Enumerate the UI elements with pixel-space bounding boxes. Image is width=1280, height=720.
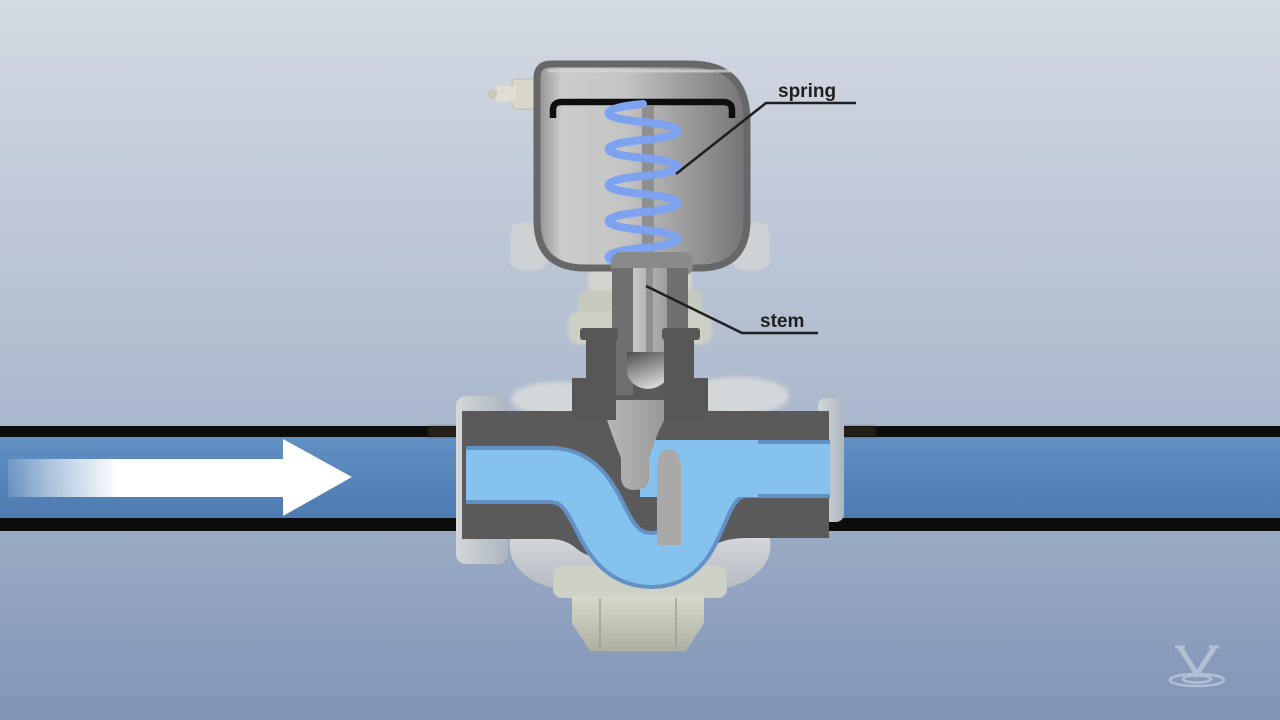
stem-ball — [627, 352, 669, 389]
nozzle-cap — [488, 89, 497, 99]
casting-back-right — [685, 377, 789, 415]
stem-leader-line — [645, 284, 818, 335]
bonnet-wall-left — [572, 334, 616, 420]
bonnet-wall-right — [664, 334, 708, 420]
stem-label: stem — [760, 311, 804, 332]
drain-nut — [572, 596, 704, 651]
droplet-ripple-logo — [1168, 645, 1226, 688]
valve-seat-post — [657, 449, 681, 545]
stem-rod-groove — [646, 268, 653, 372]
spring-leader-line — [675, 101, 856, 176]
logo-ripple-inner — [1181, 674, 1213, 684]
actuator — [533, 60, 751, 272]
nozzle-tip — [493, 86, 517, 102]
flow-direction-arrow — [8, 439, 352, 516]
rust-stain-left — [428, 426, 466, 437]
logo-ripple-outer — [1168, 672, 1226, 688]
bonnet — [572, 328, 708, 420]
rust-stain-right — [832, 426, 876, 437]
spring-label: spring — [778, 81, 836, 102]
logo-v-shape — [1177, 646, 1217, 679]
spring-coil — [604, 100, 682, 270]
valve-plug — [607, 400, 668, 490]
annotations: spring stem — [645, 81, 856, 335]
